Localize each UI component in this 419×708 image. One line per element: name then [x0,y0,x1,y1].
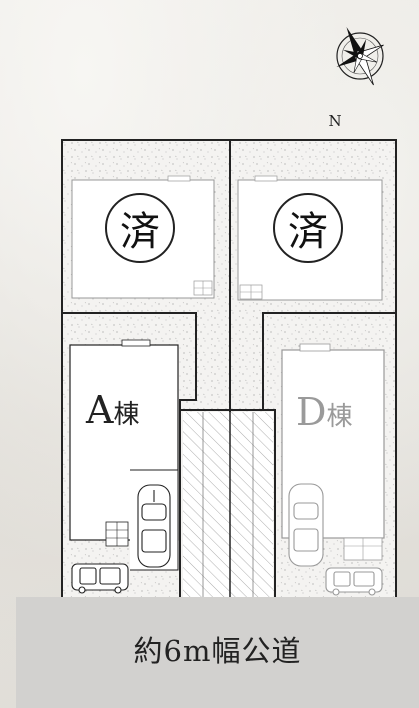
car-a-horizontal [71,563,129,594]
lot-d-suffix: 棟 [326,402,353,432]
lot-a-label[interactable]: A棟 [86,388,139,432]
public-road [16,597,419,708]
road-label: 約6m幅公道 [133,634,302,668]
sold-stamp-left: 済 [105,193,175,263]
parcel-boundaries [61,139,397,598]
lot-a-suffix: 棟 [113,400,140,430]
lot-d-letter: D [296,390,327,434]
compass-north-label: N [328,112,342,130]
sold-stamp-right: 済 [273,193,343,263]
compass-rose-icon [336,26,384,86]
car-d-horizontal [325,567,383,596]
lot-d-label[interactable]: D棟 [296,390,352,434]
car-a-vertical [137,484,171,568]
driveway-hatch [183,412,273,598]
lot-a-letter: A [86,388,114,432]
car-d-vertical [288,483,324,567]
